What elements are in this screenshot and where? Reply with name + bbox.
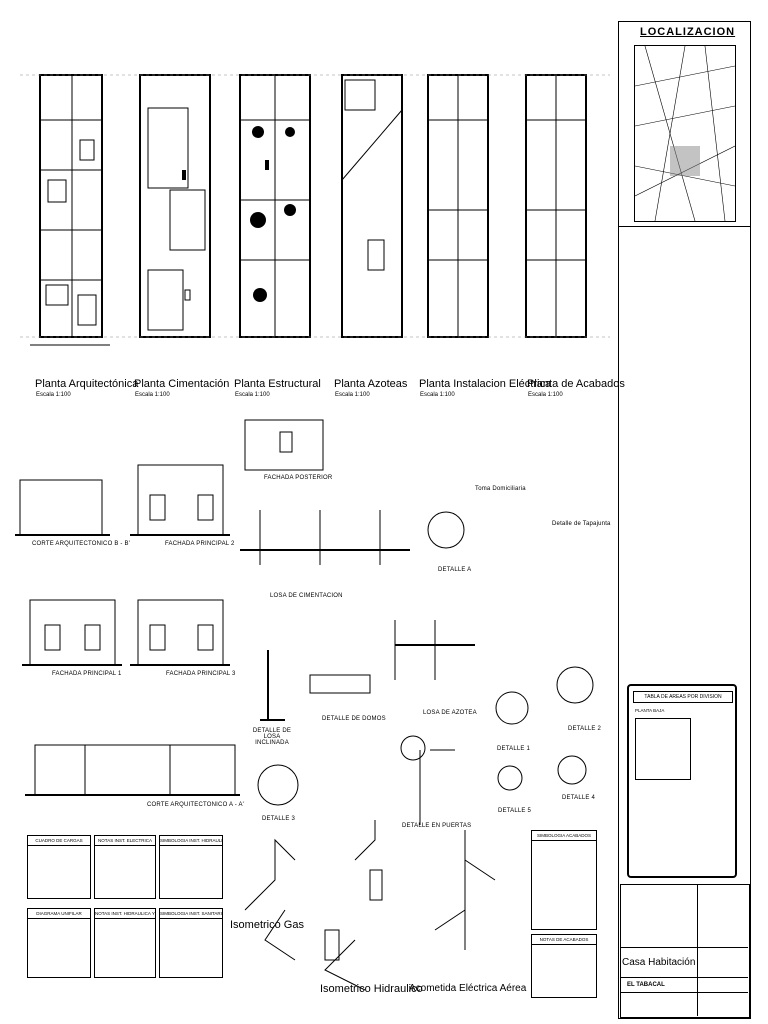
table-notas-electrica: NOTAS INST. ELECTRICA bbox=[94, 835, 156, 899]
title-block-vline bbox=[697, 884, 698, 1016]
title-block-line-3 bbox=[620, 992, 748, 993]
label-toma-domiciliaria: Toma Domiciliaria bbox=[475, 486, 526, 492]
table-cuadro-cargas-title: CUADRO DE CARGAS bbox=[28, 836, 90, 846]
label-fachada-p3: FACHADA PRINCIPAL 3 bbox=[166, 671, 236, 677]
title-block-line-2 bbox=[620, 977, 748, 978]
localizacion-map bbox=[634, 45, 736, 222]
plan-scale-acabados: Escala 1:100 bbox=[528, 392, 563, 398]
areas-table-title: TABLA DE AREAS POR DIVISION bbox=[633, 691, 733, 703]
label-detalle-3: DETALLE 3 bbox=[262, 816, 296, 822]
plan-scale-arquitectonica: Escala 1:100 bbox=[36, 392, 71, 398]
label-acometida: Acometida Eléctrica Aérea bbox=[409, 983, 527, 994]
label-fachada-p1: FACHADA PRINCIPAL 1 bbox=[52, 671, 122, 677]
label-fachada-p2: FACHADA PRINCIPAL 2 bbox=[165, 541, 235, 547]
table-notas-acabados: NOTAS DE ACABADOS bbox=[531, 934, 597, 998]
label-isometrico-gas: Isometrico Gas bbox=[230, 919, 304, 931]
plan-scale-azoteas: Escala 1:100 bbox=[335, 392, 370, 398]
plan-scale-cimentacion: Escala 1:100 bbox=[135, 392, 170, 398]
label-fachada-posterior: FACHADA POSTERIOR bbox=[264, 475, 333, 481]
right-divider bbox=[618, 226, 750, 227]
plan-title-azoteas: Planta Azoteas bbox=[334, 378, 408, 390]
table-diagrama-unifilar-title: DIAGRAMA UNIFILAR bbox=[28, 909, 90, 919]
plan-scale-electrica: Escala 1:100 bbox=[420, 392, 455, 398]
plan-title-arquitectonica: Planta Arquitectónica bbox=[35, 378, 139, 390]
areas-table: TABLA DE AREAS POR DIVISION PLANTA BAJA bbox=[627, 684, 737, 878]
map-drawing bbox=[635, 46, 735, 221]
table-notas-acabados-title: NOTAS DE ACABADOS bbox=[532, 935, 596, 945]
title-block bbox=[620, 884, 750, 1018]
title-project: Casa Habitación bbox=[622, 957, 696, 968]
plan-scale-estructural: Escala 1:100 bbox=[235, 392, 270, 398]
label-detalle-domos: DETALLE DE DOMOS bbox=[322, 716, 386, 722]
table-simbologia-sanitaria: SIMBOLOGIA INST. SANITARIA bbox=[159, 908, 223, 978]
table-simbologia-acabados-title: SIMBOLOGIA ACABADOS bbox=[532, 831, 596, 841]
right-panel-frame bbox=[618, 21, 751, 1019]
table-simbologia-hidraulica-title: SIMBOLOGIA INST. HIDRAULICA bbox=[160, 836, 222, 846]
table-cuadro-cargas: CUADRO DE CARGAS bbox=[27, 835, 91, 899]
label-detalle-puertas: DETALLE EN PUERTAS bbox=[402, 823, 472, 829]
table-notas-hidraulica-gas-title: NOTAS INST. HIDRAULICA Y GAS bbox=[95, 909, 155, 919]
table-diagrama-unifilar: DIAGRAMA UNIFILAR bbox=[27, 908, 91, 978]
label-detalle-1: DETALLE 1 bbox=[497, 746, 531, 752]
label-corte-bb: CORTE ARQUITECTONICO B - B' bbox=[32, 541, 131, 547]
label-losa-cimentacion: LOSA DE CIMENTACION bbox=[270, 593, 343, 599]
table-notas-hidraulica-gas: NOTAS INST. HIDRAULICA Y GAS bbox=[94, 908, 156, 978]
floor-plans-drawing bbox=[20, 74, 610, 346]
title-block-line-1 bbox=[620, 947, 748, 948]
plan-title-cimentacion: Planta Cimentación bbox=[134, 378, 230, 390]
table-simbologia-hidraulica: SIMBOLOGIA INST. HIDRAULICA bbox=[159, 835, 223, 899]
label-detalle-4: DETALLE 4 bbox=[562, 795, 596, 801]
label-losa-azotea: LOSA DE AZOTEA bbox=[423, 710, 477, 716]
title-location: EL TABACAL bbox=[627, 982, 665, 988]
label-isometrico-hidraulico: Isometrico Hidraulico bbox=[320, 983, 423, 995]
table-simbologia-sanitaria-title: SIMBOLOGIA INST. SANITARIA bbox=[160, 909, 222, 919]
areas-table-subtitle: PLANTA BAJA bbox=[635, 708, 665, 713]
table-simbologia-acabados: SIMBOLOGIA ACABADOS bbox=[531, 830, 597, 930]
label-detalle-a: DETALLE A bbox=[438, 567, 472, 573]
localizacion-title: LOCALIZACION bbox=[640, 26, 736, 38]
label-detalle-2: DETALLE 2 bbox=[568, 726, 602, 732]
areas-table-grid bbox=[635, 718, 691, 780]
table-notas-electrica-title: NOTAS INST. ELECTRICA bbox=[95, 836, 155, 846]
label-corte-aa: CORTE ARQUITECTONICO A - A' bbox=[147, 802, 245, 808]
label-detalle-5: DETALLE 5 bbox=[498, 808, 532, 814]
plan-title-electrica: Planta Instalacion Eléctrica bbox=[419, 378, 552, 390]
label-detalle-losa-inclinada: DETALLE DE LOSA INCLINADA bbox=[252, 728, 292, 746]
plan-title-estructural: Planta Estructural bbox=[234, 378, 321, 390]
isometrics-drawing bbox=[244, 820, 496, 991]
elevations-drawing bbox=[15, 419, 594, 825]
label-detalle-tapajunta: Detalle de Tapajunta bbox=[552, 521, 611, 527]
plan-title-acabados: Planta de Acabados bbox=[527, 378, 625, 390]
